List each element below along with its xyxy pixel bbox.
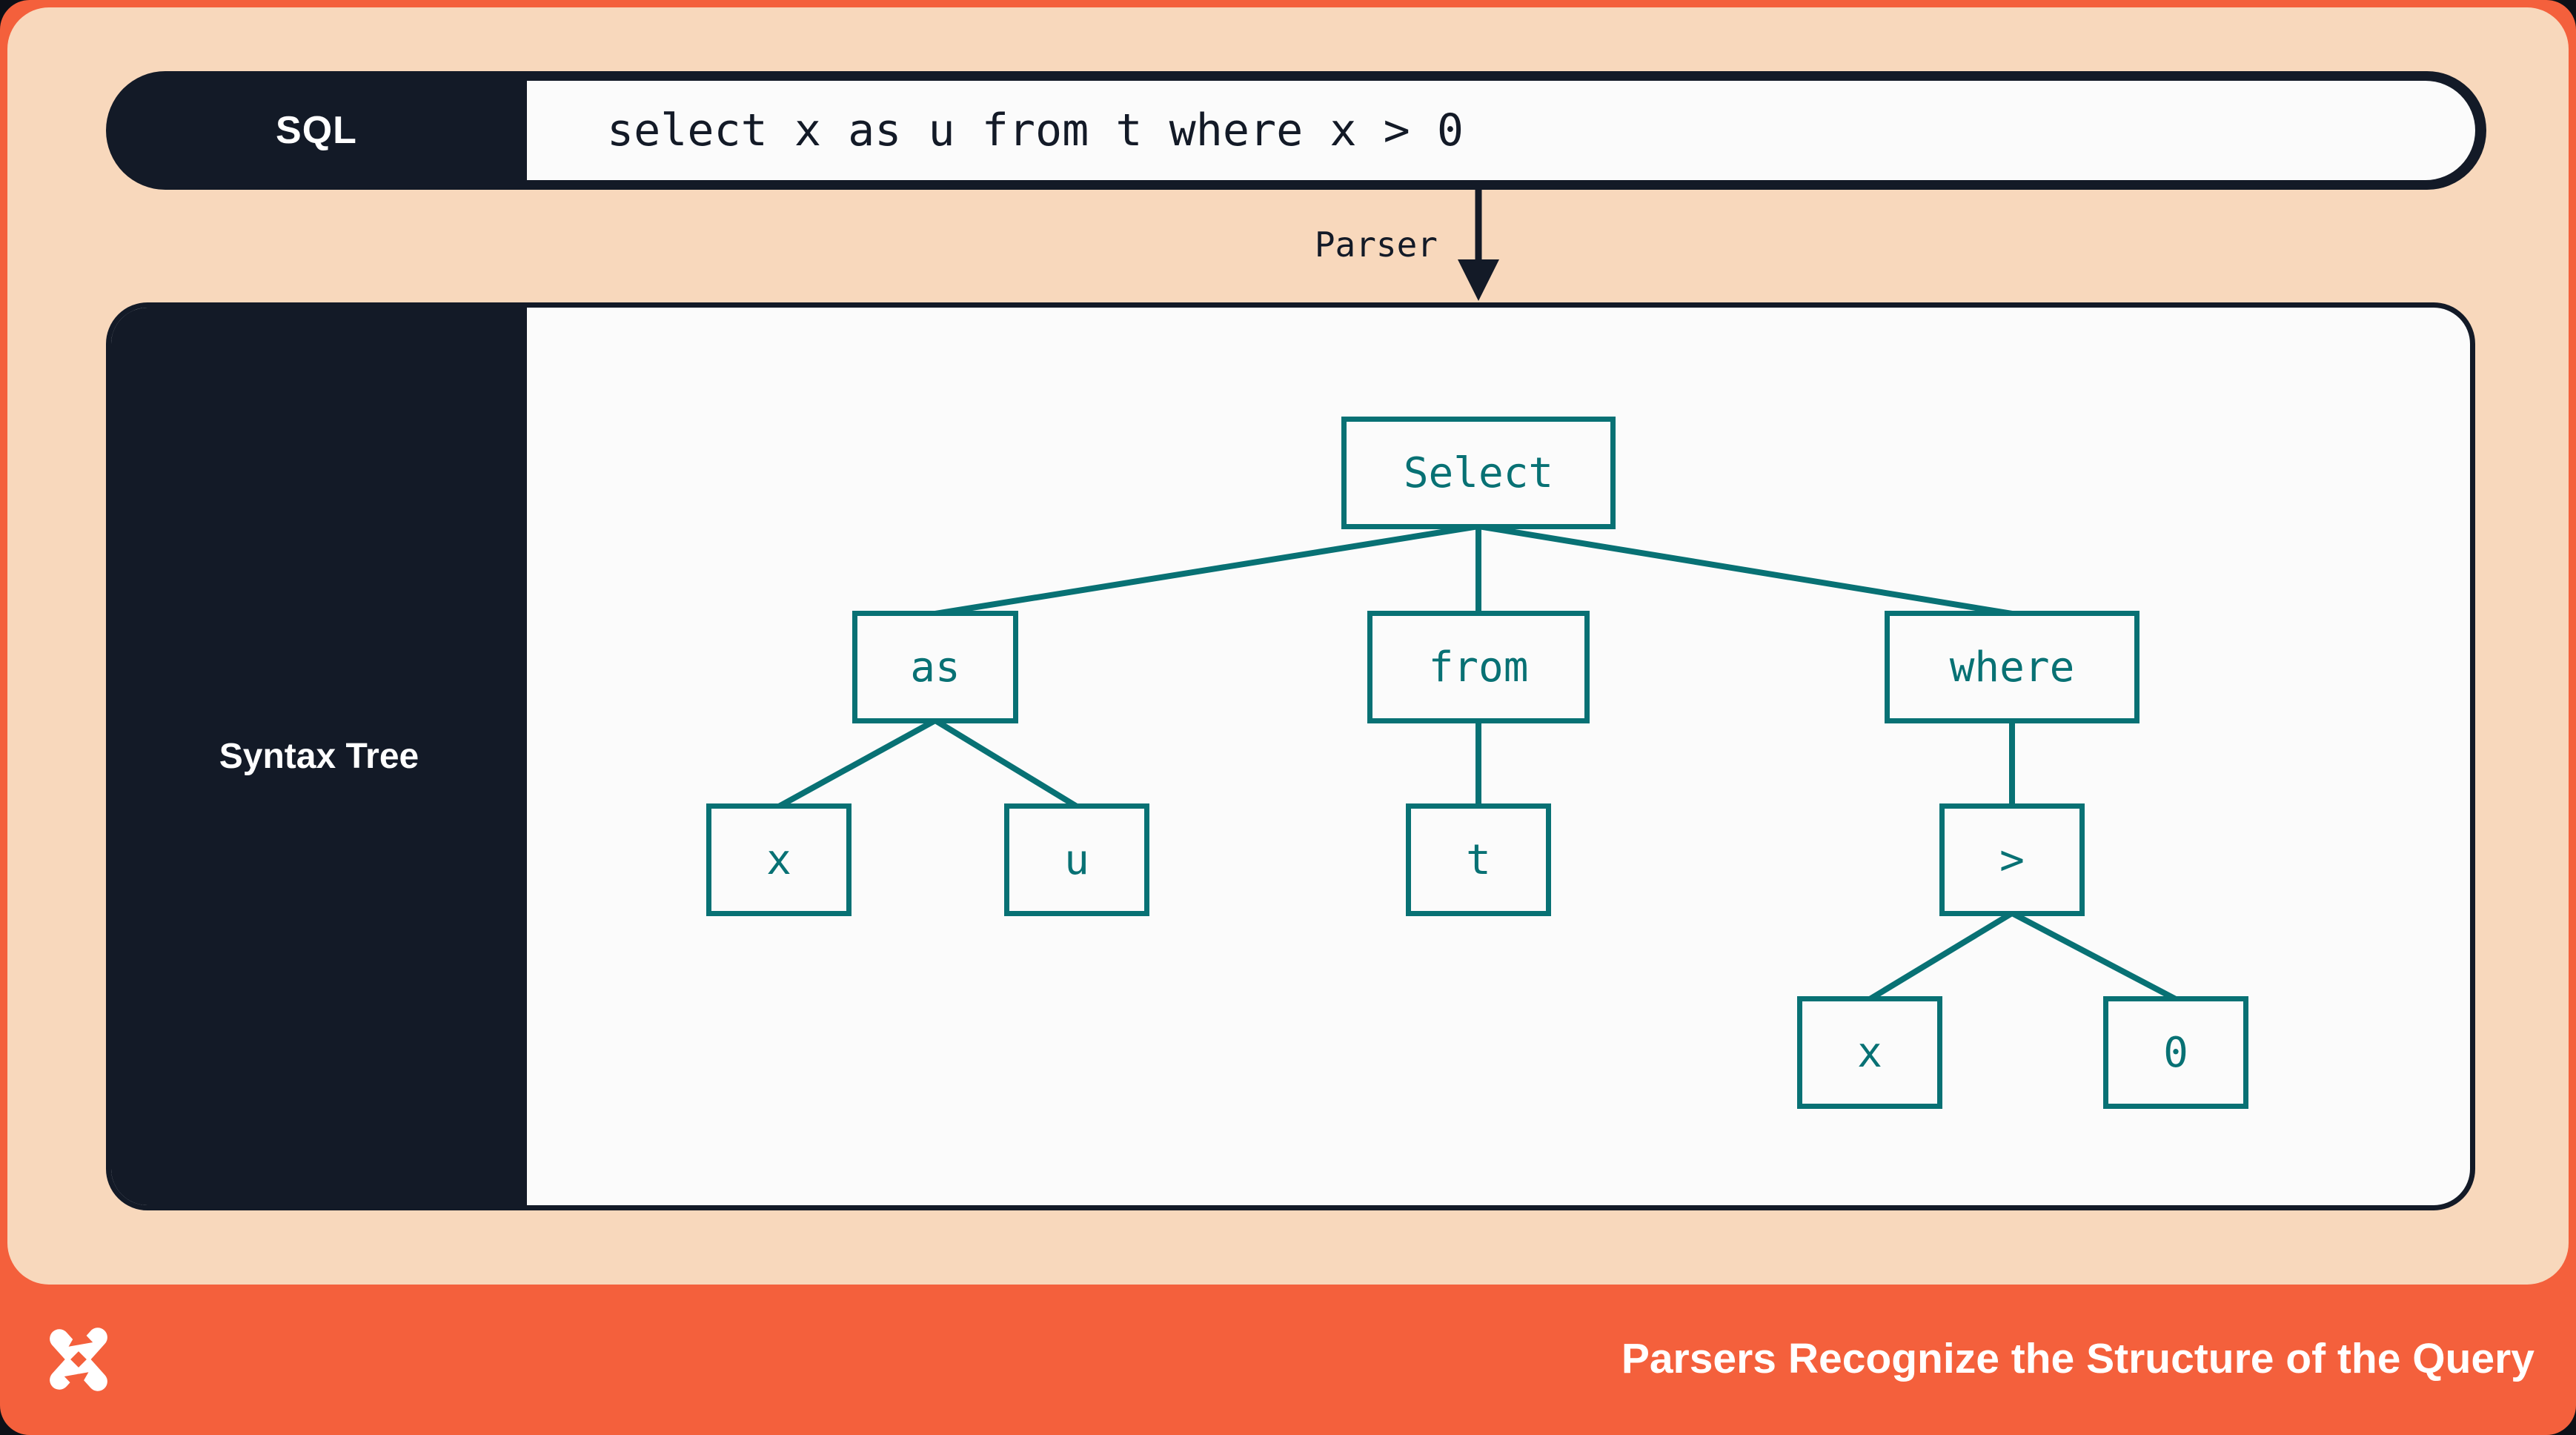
tree-node-from: from [1367,611,1590,723]
tree-node-u: u [1004,803,1149,916]
tree-node-gt: > [1939,803,2085,916]
syntax-tree-label: Syntax Tree [219,737,419,776]
logo-notch-top [68,1328,93,1347]
tree-node-t: t [1406,803,1551,916]
sql-query-text: select x as u from t where x > 0 [607,105,1464,156]
tree-node-x2: x [1797,996,1942,1109]
tree-node-select: Select [1341,417,1616,529]
syntax-tree-sidebar: Syntax Tree [111,308,527,1205]
syntax-tree-panel: Syntax Tree [106,302,2475,1210]
logo-diamond-cut [70,1351,87,1368]
footer-title: Parsers Recognize the Structure of the Q… [1621,1335,2534,1382]
sql-bar: SQL select x as u from t where x > 0 [106,71,2486,190]
tree-node-x1: x [706,803,852,916]
tree-node-as: as [852,611,1018,723]
sql-bar-label: SQL [276,109,357,152]
parser-label: Parser [1314,225,1438,265]
tree-node-zero: 0 [2103,996,2248,1109]
sql-query-box: select x as u from t where x > 0 [527,81,2475,180]
logo-notch-bottom [64,1372,89,1391]
tree-node-where: where [1885,611,2140,723]
x-logo-icon [50,1328,107,1391]
